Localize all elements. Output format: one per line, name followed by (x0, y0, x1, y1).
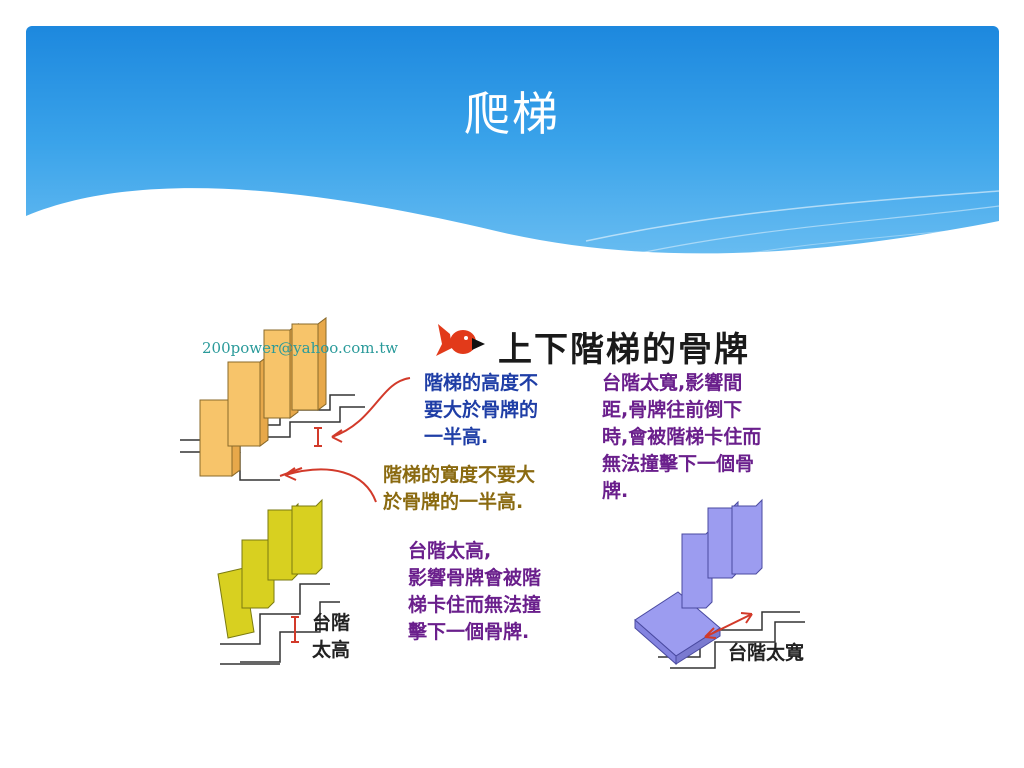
domino-stairs-figure: 200power@yahoo.com.tw 上下階梯的骨牌 階梯的高度不 要大於… (180, 312, 845, 680)
note-step-height: 階梯的高度不 要大於骨牌的 一半高. (424, 372, 539, 448)
author-email: 200power@yahoo.com.tw (202, 339, 399, 357)
blue-dominoes (634, 498, 763, 666)
goldfish-icon (436, 324, 485, 356)
yellow-dominoes (217, 498, 323, 639)
orange-dominoes (199, 317, 327, 477)
label-tall-step: 台階 太高 (312, 612, 351, 661)
note-step-width: 階梯的寬度不要大 於骨牌的一半高. (383, 464, 536, 513)
figure-heading: 上下階梯的骨牌 (498, 330, 750, 370)
stairs-right (658, 611, 805, 669)
wave-decoration (26, 188, 999, 286)
slide-header-banner (26, 26, 999, 286)
slide-title: 爬梯 (464, 87, 560, 141)
wide-step-marker (704, 612, 753, 639)
height-marker (279, 377, 411, 503)
stairs-bottom-left (220, 583, 340, 665)
note-tall-step: 台階太高, 影響骨牌會被階 梯卡住而無法撞 擊下一個骨牌. (408, 540, 542, 643)
illustration (180, 317, 805, 669)
tall-step-marker (291, 616, 299, 643)
label-wide-step: 台階太寬 (728, 642, 805, 664)
note-wide-step: 台階太寬,影響間 距,骨牌往前倒下 時,會被階梯卡住而 無法撞擊下一個骨 牌. (602, 372, 762, 502)
